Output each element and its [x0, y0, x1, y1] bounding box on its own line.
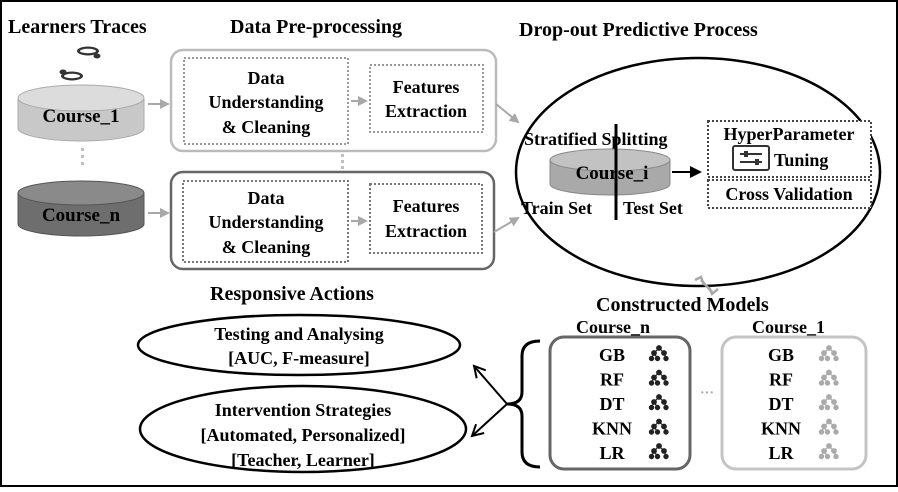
arrow-bottom-to-dropout: [493, 216, 520, 233]
testing-line2: [AUC, F-measure]: [228, 348, 370, 368]
preprocess-box-top: Data Understanding & Cleaning Features E…: [169, 48, 498, 153]
preprocess-ellipsis-dots: [341, 154, 344, 169]
test-set-label: Test Set: [623, 198, 683, 218]
course-1-model-dt: DT: [768, 394, 793, 414]
intervention-line1: Intervention Strategies: [215, 400, 391, 420]
arrow-models-to-intervention: [472, 403, 508, 436]
cross-validation-label: Cross Validation: [725, 184, 852, 204]
footprints-icon: [59, 46, 101, 81]
decision-tree-icon: [648, 369, 669, 386]
course-i-label: Course_i: [576, 163, 649, 184]
course-n-model-lr: LR: [599, 443, 625, 463]
slider-settings-icon: [732, 145, 770, 171]
extraction-bottom-line1: Features: [393, 196, 460, 216]
understanding-top-line2: Understanding: [208, 92, 323, 112]
models-course-n-title: Course_n: [576, 317, 650, 337]
arrow-top-to-dropout: [495, 103, 520, 124]
testing-line1: Testing and Analysing: [214, 324, 383, 344]
preprocess-box-bottom: Data Understanding & Cleaning Features E…: [169, 170, 496, 271]
arrow-models-to-testing: [474, 366, 508, 405]
course-1-model-gb: GB: [768, 345, 794, 365]
hyperparameter-label: HyperParameter: [724, 124, 855, 144]
extraction-top-line1: Features: [393, 77, 460, 97]
models-brace: [506, 339, 541, 469]
decision-tree-icon: [648, 345, 669, 362]
course-1-model-rf: RF: [769, 370, 793, 390]
models-ellipsis: ···: [700, 386, 714, 401]
extraction-top-line2: Extraction: [385, 101, 467, 121]
understanding-top-line3: & Cleaning: [222, 117, 311, 137]
models-box-course-n: [548, 335, 692, 471]
decision-tree-icon: [818, 394, 839, 411]
course-n-model-gb: GB: [599, 345, 625, 365]
tuning-label: Tuning: [774, 150, 828, 170]
course-n-model-dt: DT: [599, 394, 624, 414]
course-n-label: Course_n: [42, 205, 121, 226]
models-course-1-title: Course_1: [752, 317, 825, 337]
cross-validation-box: [707, 179, 872, 209]
responsive-actions-header: Responsive Actions: [210, 283, 374, 305]
learners-traces-header: Learners Traces: [8, 16, 147, 38]
course-i-cylinder: Course_i: [549, 148, 671, 196]
decision-tree-icon: [818, 345, 839, 362]
decision-tree-icon: [818, 369, 839, 386]
decision-tree-icon: [818, 418, 839, 435]
bidirectional-arrow: [694, 275, 719, 297]
understanding-bottom-line1: Data: [248, 188, 285, 208]
understanding-bottom-line3: & Cleaning: [222, 237, 311, 257]
extraction-bottom-line2: Extraction: [385, 221, 467, 241]
course-1-model-lr: LR: [768, 443, 794, 463]
stratified-splitting-label: Stratified Splitting: [524, 129, 668, 149]
course-1-cylinder: Course_1: [17, 84, 145, 142]
course-n-model-knn: KNN: [592, 419, 632, 439]
models-box-course-1: [720, 335, 868, 471]
course-1-label: Course_1: [42, 106, 119, 127]
decision-tree-icon: [648, 418, 669, 435]
models-list-course-n: GB RF DT KNN LR: [592, 345, 669, 463]
dropout-process-ellipse: Stratified Splitting Course_i Train Set …: [514, 56, 882, 288]
constructed-models-header: Constructed Models: [596, 294, 769, 316]
understanding-top-line1: Data: [248, 68, 285, 88]
decision-tree-icon: [818, 443, 839, 460]
data-preprocessing-header: Data Pre-processing: [230, 16, 402, 38]
testing-analysing-ellipse: Testing and Analysing [AUC, F-measure]: [136, 313, 462, 377]
course-n-model-rf: RF: [600, 370, 624, 390]
intervention-line3: [Teacher, Learner]: [231, 450, 375, 470]
dropout-process-header: Drop-out Predictive Process: [519, 19, 758, 41]
course-ellipsis-dots: [81, 148, 84, 165]
course-1-model-knn: KNN: [761, 419, 801, 439]
decision-tree-icon: [648, 443, 669, 460]
train-set-label: Train Set: [521, 198, 592, 218]
models-list-course-1: GB RF DT KNN LR: [761, 345, 839, 463]
intervention-line2: [Automated, Personalized]: [201, 425, 406, 445]
course-n-cylinder: Course_n: [17, 180, 145, 237]
understanding-bottom-line2: Understanding: [208, 212, 323, 232]
decision-tree-icon: [648, 394, 669, 411]
intervention-strategies-ellipse: Intervention Strategies [Automated, Pers…: [138, 384, 468, 474]
